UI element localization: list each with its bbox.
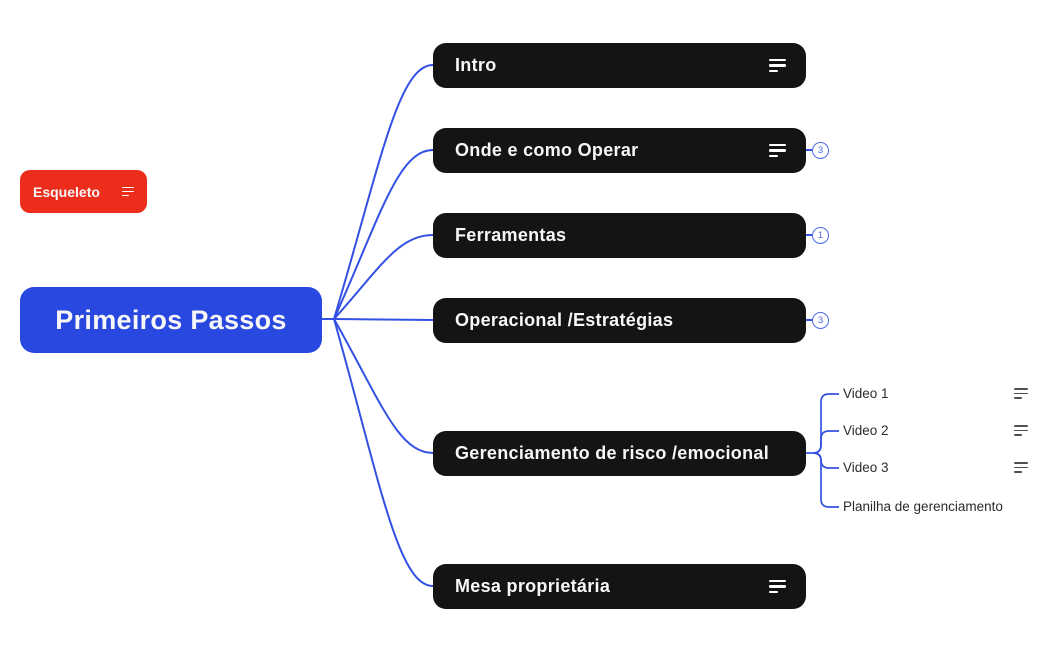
branch-connector-operacional [333, 318, 434, 321]
branch-connector-intro [333, 64, 434, 320]
branch-label: Mesa proprietária [455, 576, 611, 596]
floating-topic-esqueleto[interactable]: Esqueleto [20, 170, 147, 213]
root-topic-primeiros-passos[interactable]: Primeiros Passos [20, 287, 322, 353]
note-icon[interactable] [122, 186, 134, 197]
subtopic-label: Planilha de gerenciamento [843, 499, 1003, 514]
note-icon[interactable] [1014, 462, 1028, 473]
branch-connector-gerenciamento [333, 318, 434, 454]
note-icon[interactable] [769, 59, 786, 72]
branch-label: Intro [455, 55, 497, 75]
subtopic-video-3[interactable]: Video 3 [843, 458, 1028, 478]
branch-node-operacional-estrategias[interactable]: Operacional /Estratégias [433, 298, 806, 343]
branch-connector-ferramentas [333, 234, 434, 320]
subtopic-video-2[interactable]: Video 2 [843, 421, 1028, 441]
branch-label: Onde e como Operar [455, 140, 639, 160]
branch-connector-mesa [333, 318, 434, 587]
note-icon[interactable] [1014, 425, 1028, 436]
subtopic-planilha-de-gerenciamento[interactable]: Planilha de gerenciamento [843, 497, 1028, 517]
branch-node-intro[interactable]: Intro [433, 43, 806, 88]
subtopic-label: Video 2 [843, 423, 889, 438]
note-icon[interactable] [769, 580, 786, 593]
note-icon[interactable] [1014, 388, 1028, 399]
collapse-badge-ferramentas[interactable]: 1 [812, 227, 829, 244]
branch-label: Gerenciamento de risco /emocional [455, 443, 770, 463]
branch-node-gerenciamento-risco[interactable]: Gerenciamento de risco /emocional [433, 431, 806, 476]
subtopic-connector-video2 [812, 430, 839, 454]
subtopic-connector-video1 [812, 393, 839, 454]
floating-topic-label: Esqueleto [33, 183, 100, 200]
subtopic-connector-video3 [812, 452, 839, 469]
subtopic-video-1[interactable]: Video 1 [843, 384, 1028, 404]
branch-connector-onde [333, 149, 434, 320]
note-icon[interactable] [769, 144, 786, 157]
branch-node-mesa-proprietaria[interactable]: Mesa proprietária [433, 564, 806, 609]
branch-node-ferramentas[interactable]: Ferramentas [433, 213, 806, 258]
collapse-badge-operacional[interactable]: 3 [812, 312, 829, 329]
branch-label: Operacional /Estratégias [455, 310, 674, 330]
subtopic-label: Video 1 [843, 386, 889, 401]
subtopic-connector-planilha [812, 452, 839, 508]
branch-label: Ferramentas [455, 225, 567, 245]
root-topic-label: Primeiros Passos [55, 304, 287, 335]
subtopic-label: Video 3 [843, 460, 889, 475]
collapse-badge-onde[interactable]: 3 [812, 142, 829, 159]
branch-node-onde-e-como-operar[interactable]: Onde e como Operar [433, 128, 806, 173]
